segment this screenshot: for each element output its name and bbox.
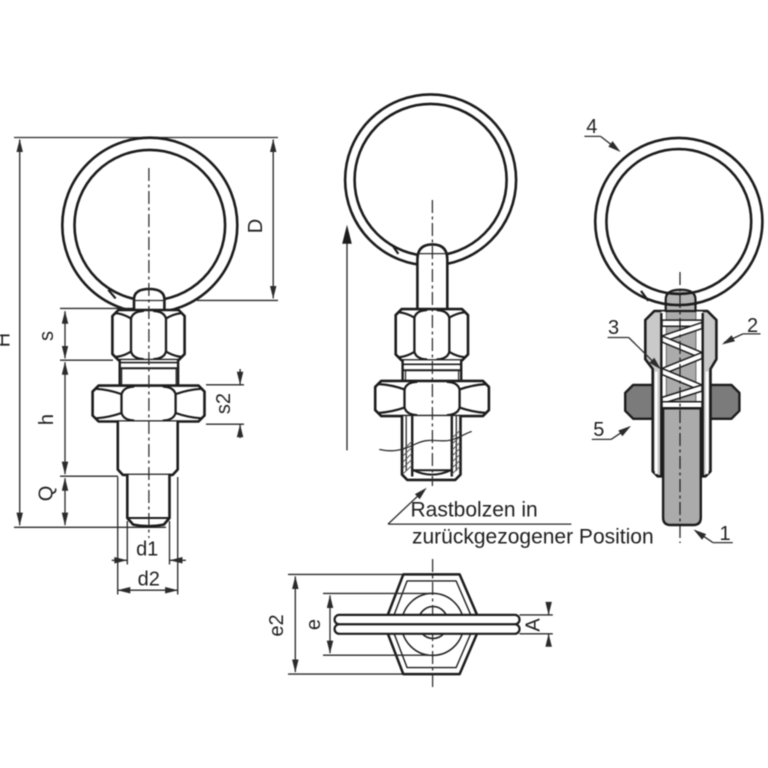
svg-text:A: A: [523, 618, 545, 632]
svg-text:d2: d2: [138, 569, 160, 591]
svg-text:Rastbolzen in: Rastbolzen in: [411, 499, 538, 522]
svg-text:2: 2: [747, 315, 758, 337]
svg-text:s2: s2: [213, 393, 235, 414]
svg-text:Q: Q: [36, 486, 58, 502]
svg-text:5: 5: [593, 419, 604, 441]
svg-text:4: 4: [586, 116, 597, 138]
svg-text:zurückgezogener Position: zurückgezogener Position: [412, 526, 654, 549]
svg-text:h: h: [36, 414, 58, 425]
svg-text:3: 3: [608, 317, 619, 339]
svg-text:d1: d1: [136, 538, 158, 560]
svg-text:e2: e2: [266, 614, 288, 636]
svg-text:s: s: [36, 331, 58, 341]
svg-text:H: H: [0, 333, 15, 347]
svg-text:e: e: [303, 619, 325, 630]
svg-text:1: 1: [719, 523, 730, 545]
svg-text:D: D: [245, 219, 267, 233]
